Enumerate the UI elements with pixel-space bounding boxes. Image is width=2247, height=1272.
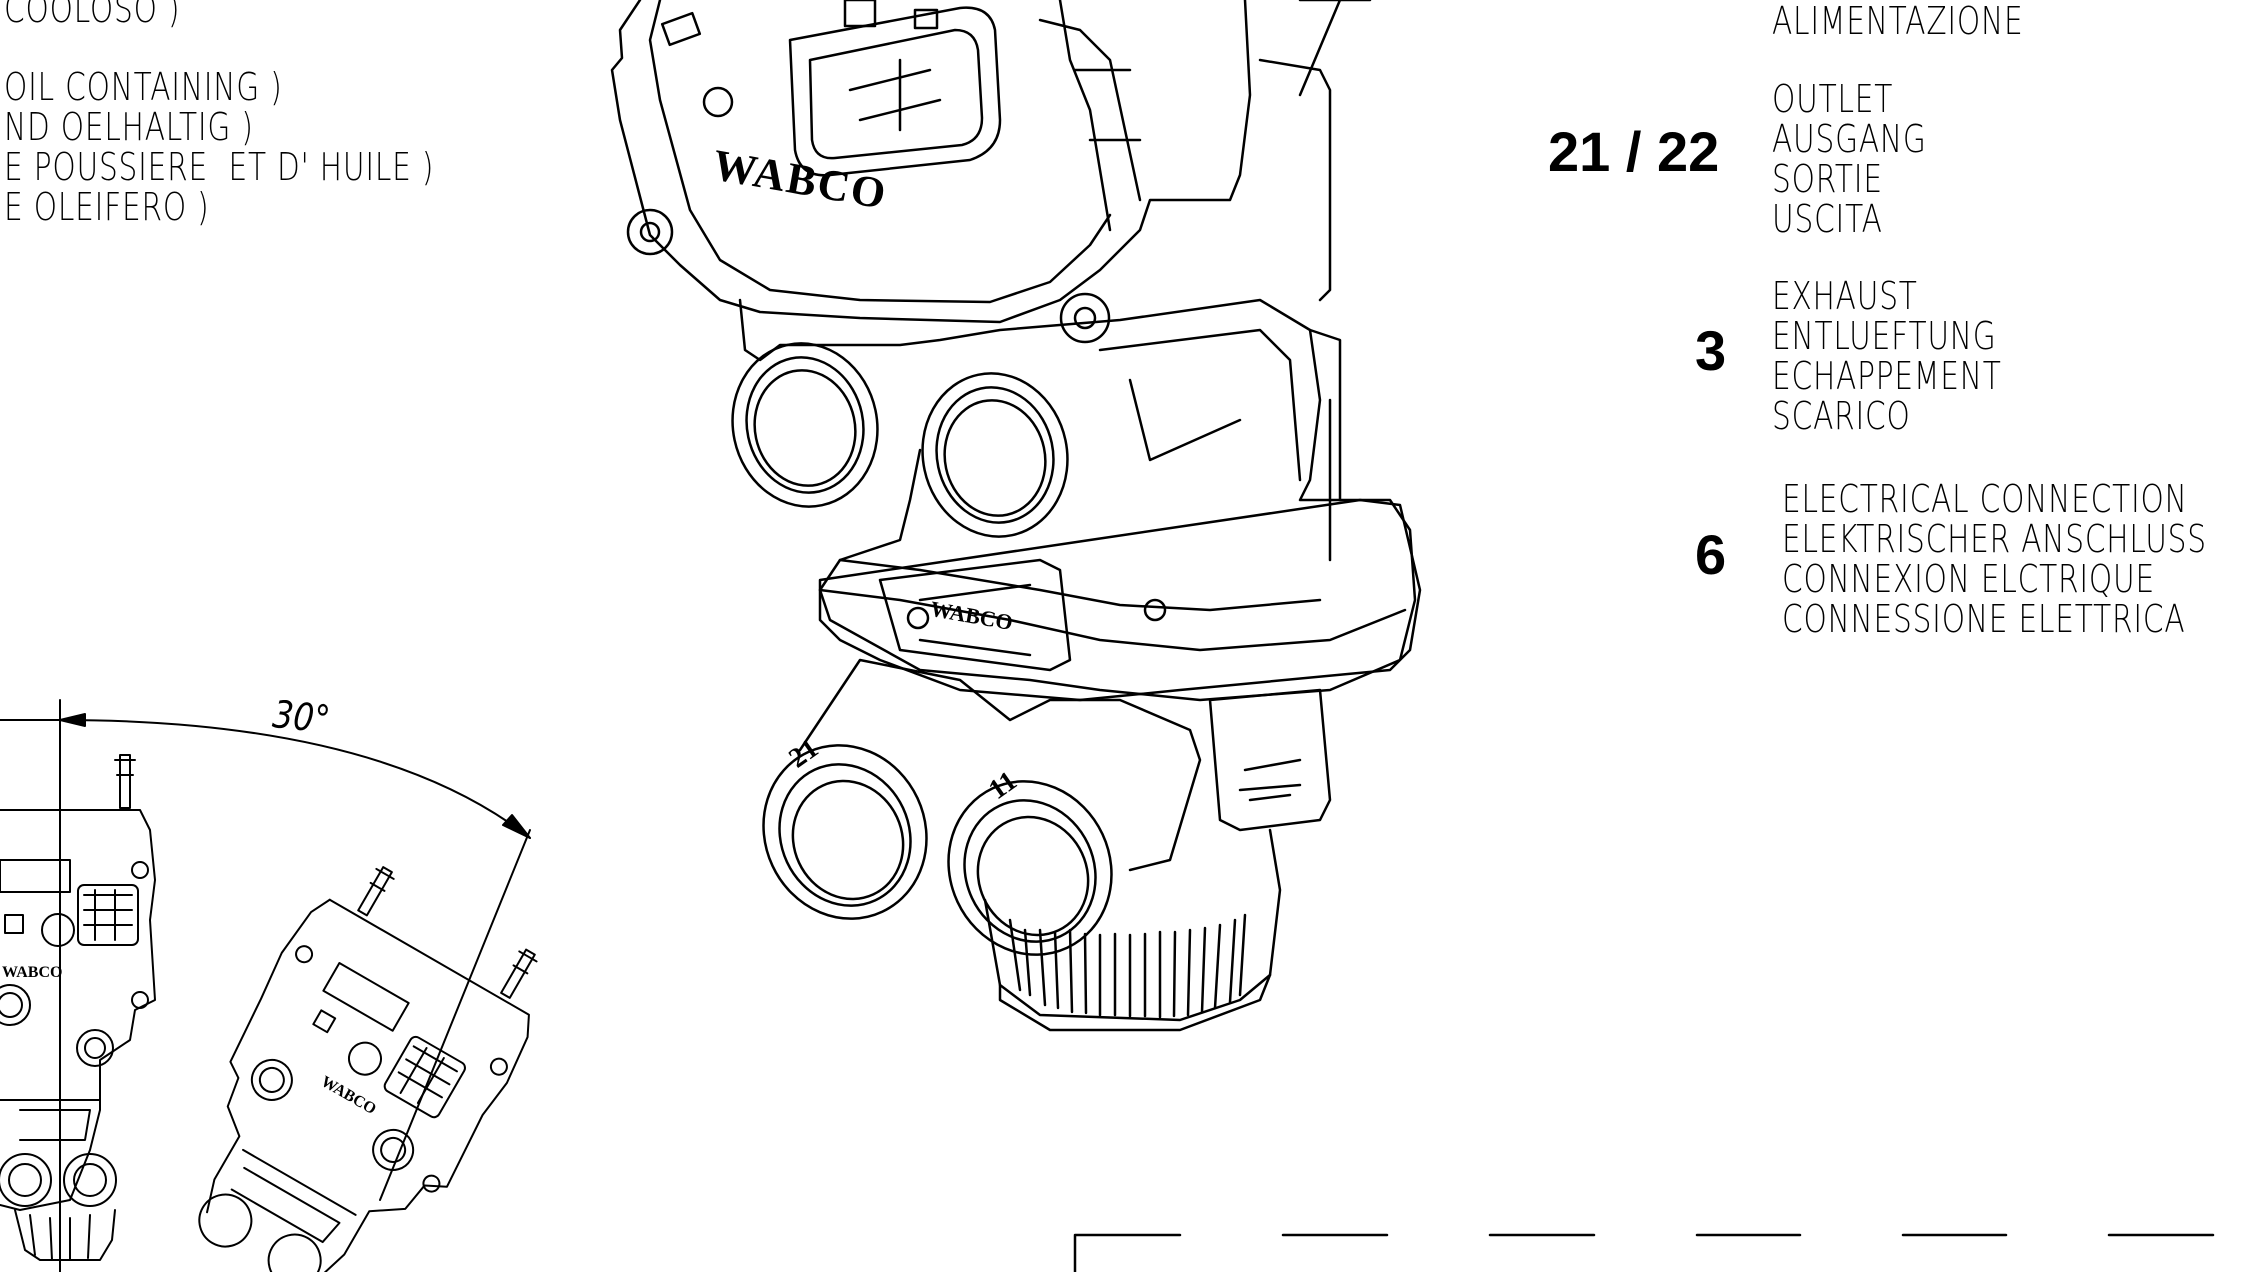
control-module-housing <box>610 0 1252 324</box>
upper-port-right <box>921 372 1069 538</box>
note-line-1: OIL CONTAINING ) <box>4 65 283 109</box>
flange <box>818 498 1422 702</box>
electrical-connector <box>788 6 1002 177</box>
angle-label: 30° <box>270 692 333 742</box>
legend-1-line-3: USCITA <box>1772 197 1883 241</box>
note-line-0: COOLOSO ) <box>4 0 181 31</box>
brand-logo-small-upright: WABCO <box>2 964 63 981</box>
valve-view-tilted <box>198 866 538 1272</box>
note-line-2: ND OELHALTIG ) <box>4 105 254 149</box>
legend-3-line-1: ELEKTRISCHER ANSCHLUSS <box>1782 517 2207 561</box>
note-line-3: E POUSSIERE ET D' HUILE ) <box>4 145 435 189</box>
legend-3-line-2: CONNEXION ELCTRIQUE <box>1782 557 2156 601</box>
legend-1-line-1: AUSGANG <box>1772 117 1927 161</box>
legend-2-line-0: EXHAUST <box>1772 274 1918 318</box>
port-21 <box>762 744 928 920</box>
silencer <box>983 828 1282 1032</box>
note-line-4: E OLEIFERO ) <box>4 185 210 229</box>
legend-1-number: 21 / 22 <box>1548 120 1720 183</box>
legend-3-line-0: ELECTRICAL CONNECTION <box>1782 477 2188 521</box>
legend-2-line-3: SCARICO <box>1772 394 1911 438</box>
valve-view-upright <box>0 754 156 1261</box>
legend-2-line-1: ENTLUEFTUNG <box>1772 314 1997 358</box>
legend-1-line-0: OUTLET <box>1772 77 1894 121</box>
legend-1-line-2: SORTIE <box>1772 157 1883 201</box>
angle-dimension <box>0 699 531 1272</box>
upper-port-left <box>731 342 879 508</box>
legend-2-line-2: ECHAPPEMENT <box>1772 354 2002 398</box>
title-block-border <box>1073 1233 2215 1272</box>
legend-3-number: 6 <box>1695 523 1727 586</box>
legend-3-line-3: CONNESSIONE ELETTRICA <box>1782 597 2186 641</box>
valve-body <box>738 298 1417 702</box>
legend-2-number: 3 <box>1695 319 1727 382</box>
port-11 <box>947 780 1113 956</box>
main-valve <box>610 0 1422 1032</box>
legend-0-line-0: ALIMENTAZIONE <box>1772 0 2024 43</box>
